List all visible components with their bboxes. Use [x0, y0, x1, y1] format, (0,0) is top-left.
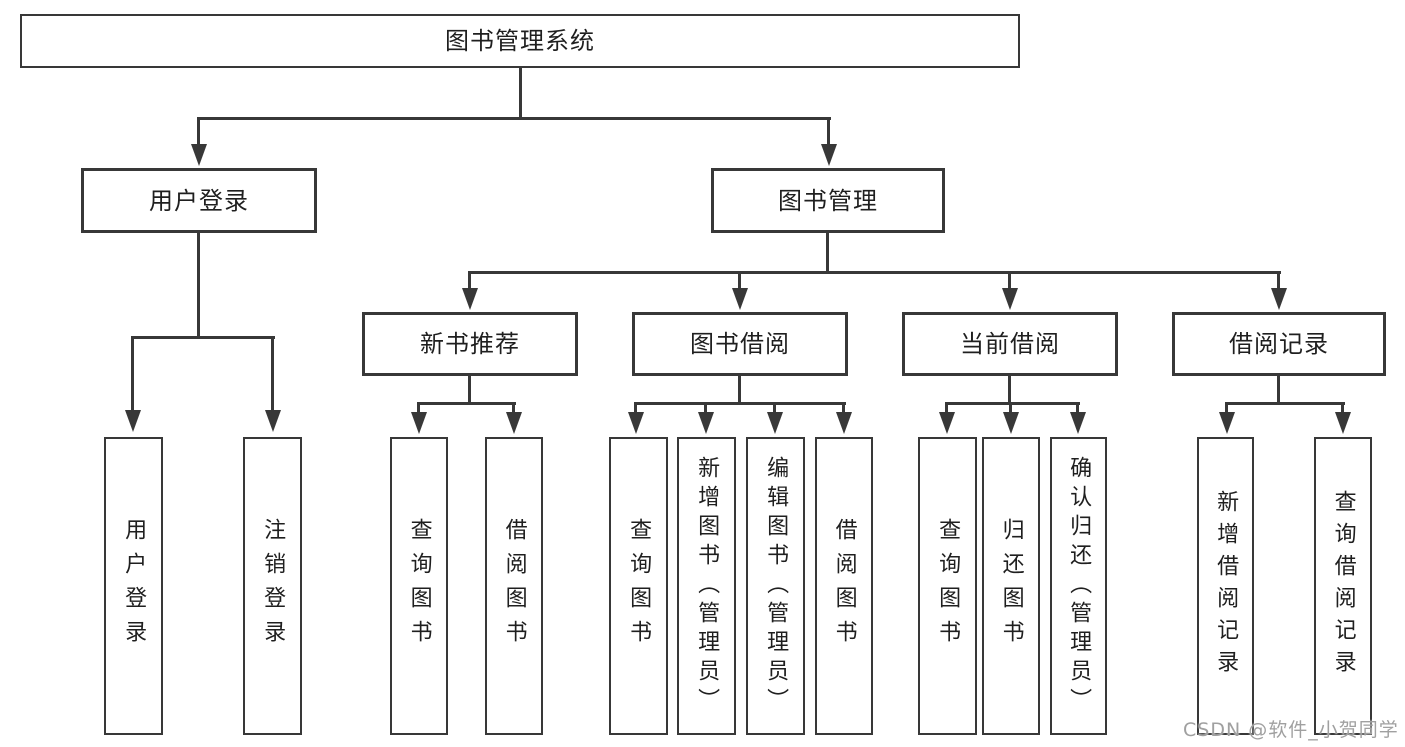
conn-records-stem — [1277, 376, 1280, 405]
conn-mgmt-shaft-4 — [1277, 272, 1280, 294]
node-book-mgmt: 图书管理 — [711, 168, 945, 233]
node-current-borrow-label: 当前借阅 — [960, 330, 1060, 358]
leaf-user-login: 用户登录 — [104, 437, 163, 735]
node-new-book-recommend: 新书推荐 — [362, 312, 578, 376]
arrow-to-leaf-logout — [265, 410, 281, 432]
arrow-to-leaf-query-book-borrow — [628, 412, 644, 434]
conn-recommend-stem — [468, 376, 471, 405]
conn-root-left-shaft — [197, 118, 200, 148]
conn-borrow-shaft-2 — [704, 403, 707, 416]
arrow-to-book-borrow — [732, 288, 748, 310]
conn-mgmt-shaft-1 — [468, 272, 471, 294]
leaf-borrow-book-recommend: 借阅图书 — [485, 437, 543, 735]
conn-mgmt-stem — [826, 233, 829, 274]
node-borrow-records-label: 借阅记录 — [1229, 330, 1329, 358]
leaf-return-book-label: 归还图书 — [998, 518, 1024, 654]
conn-records-bar — [1225, 402, 1345, 405]
node-book-borrow-label: 图书借阅 — [690, 330, 790, 358]
conn-current-stem — [1008, 376, 1011, 405]
arrow-to-leaf-return-book — [1003, 412, 1019, 434]
conn-mgmt-shaft-2 — [738, 272, 741, 294]
leaf-borrow-book-recommend-label: 借阅图书 — [501, 518, 527, 654]
conn-recommend-shaft-1 — [417, 403, 420, 416]
node-book-mgmt-label: 图书管理 — [778, 186, 878, 215]
conn-current-shaft-3 — [1076, 403, 1079, 416]
node-book-borrow: 图书借阅 — [632, 312, 848, 376]
arrow-to-borrow-records — [1271, 288, 1287, 310]
arrow-to-leaf-borrow-book-recommend — [506, 412, 522, 434]
arrow-to-leaf-query-book-current — [939, 412, 955, 434]
leaf-query-book-recommend-label: 查询图书 — [406, 518, 432, 654]
node-user-login-label: 用户登录 — [149, 186, 249, 215]
node-new-book-recommend-label: 新书推荐 — [420, 330, 520, 358]
leaf-query-borrow-record-label: 查询借阅记录 — [1330, 490, 1356, 682]
arrow-to-leaf-borrow-book — [836, 412, 852, 434]
leaf-query-book-borrow: 查询图书 — [609, 437, 668, 735]
arrow-to-leaf-add-book — [698, 412, 714, 434]
conn-recommend-shaft-2 — [512, 403, 515, 416]
arrow-to-leaf-user-login — [125, 410, 141, 432]
conn-mgmt-shaft-3 — [1008, 272, 1011, 294]
arrow-to-leaf-query-book-recommend — [411, 412, 427, 434]
arrow-to-leaf-add-borrow-record — [1219, 412, 1235, 434]
conn-root-right-shaft — [827, 118, 830, 148]
leaf-confirm-return-admin-label: 确认归还（管理员） — [1066, 455, 1092, 717]
leaf-edit-book-admin: 编辑图书（管理员） — [746, 437, 805, 735]
conn-records-shaft-2 — [1341, 403, 1344, 416]
node-current-borrow: 当前借阅 — [902, 312, 1118, 376]
conn-login-bar — [131, 336, 275, 339]
conn-records-shaft-1 — [1225, 403, 1228, 416]
csdn-watermark: CSDN @软件_小贺同学 — [1183, 719, 1399, 741]
arrow-to-current-borrow — [1002, 288, 1018, 310]
node-borrow-records: 借阅记录 — [1172, 312, 1386, 376]
arrow-to-leaf-confirm-return — [1070, 412, 1086, 434]
node-user-login: 用户登录 — [81, 168, 317, 233]
node-root: 图书管理系统 — [20, 14, 1020, 68]
conn-current-bar — [945, 402, 1080, 405]
conn-borrow-shaft-4 — [842, 403, 845, 416]
leaf-logout: 注销登录 — [243, 437, 302, 735]
leaf-confirm-return-admin: 确认归还（管理员） — [1050, 437, 1107, 735]
arrow-to-new-book-recommend — [462, 288, 478, 310]
leaf-logout-label: 注销登录 — [260, 518, 286, 654]
conn-login-shaft-2 — [271, 337, 274, 414]
leaf-query-book-borrow-label: 查询图书 — [626, 518, 652, 654]
conn-mgmt-bar — [468, 271, 1281, 274]
leaf-borrow-book-label: 借阅图书 — [831, 518, 857, 654]
leaf-borrow-book: 借阅图书 — [815, 437, 873, 735]
conn-current-shaft-2 — [1009, 403, 1012, 416]
conn-root-stem — [519, 68, 522, 119]
leaf-add-borrow-record-label: 新增借阅记录 — [1213, 490, 1239, 682]
leaf-return-book: 归还图书 — [982, 437, 1040, 735]
conn-borrow-stem — [738, 376, 741, 405]
conn-root-bar — [197, 117, 831, 120]
leaf-edit-book-admin-label: 编辑图书（管理员） — [763, 455, 789, 717]
conn-borrow-shaft-3 — [773, 403, 776, 416]
conn-borrow-shaft-1 — [634, 403, 637, 416]
arrow-to-book-mgmt — [821, 144, 837, 166]
arrow-to-leaf-query-borrow-record — [1335, 412, 1351, 434]
leaf-query-borrow-record: 查询借阅记录 — [1314, 437, 1372, 735]
leaf-query-book-current-label: 查询图书 — [935, 518, 961, 654]
node-root-label: 图书管理系统 — [445, 27, 595, 55]
conn-login-stem — [197, 233, 200, 339]
leaf-query-book-recommend: 查询图书 — [390, 437, 448, 735]
leaf-add-book-admin: 新增图书（管理员） — [677, 437, 736, 735]
conn-recommend-bar — [417, 402, 516, 405]
leaf-user-login-label: 用户登录 — [121, 518, 147, 654]
arrow-to-user-login — [191, 144, 207, 166]
conn-borrow-bar — [634, 402, 846, 405]
leaf-query-book-current: 查询图书 — [918, 437, 977, 735]
leaf-add-borrow-record: 新增借阅记录 — [1197, 437, 1254, 735]
conn-login-shaft-1 — [131, 337, 134, 414]
leaf-add-book-admin-label: 新增图书（管理员） — [694, 455, 720, 717]
arrow-to-leaf-edit-book — [767, 412, 783, 434]
conn-current-shaft-1 — [945, 403, 948, 416]
